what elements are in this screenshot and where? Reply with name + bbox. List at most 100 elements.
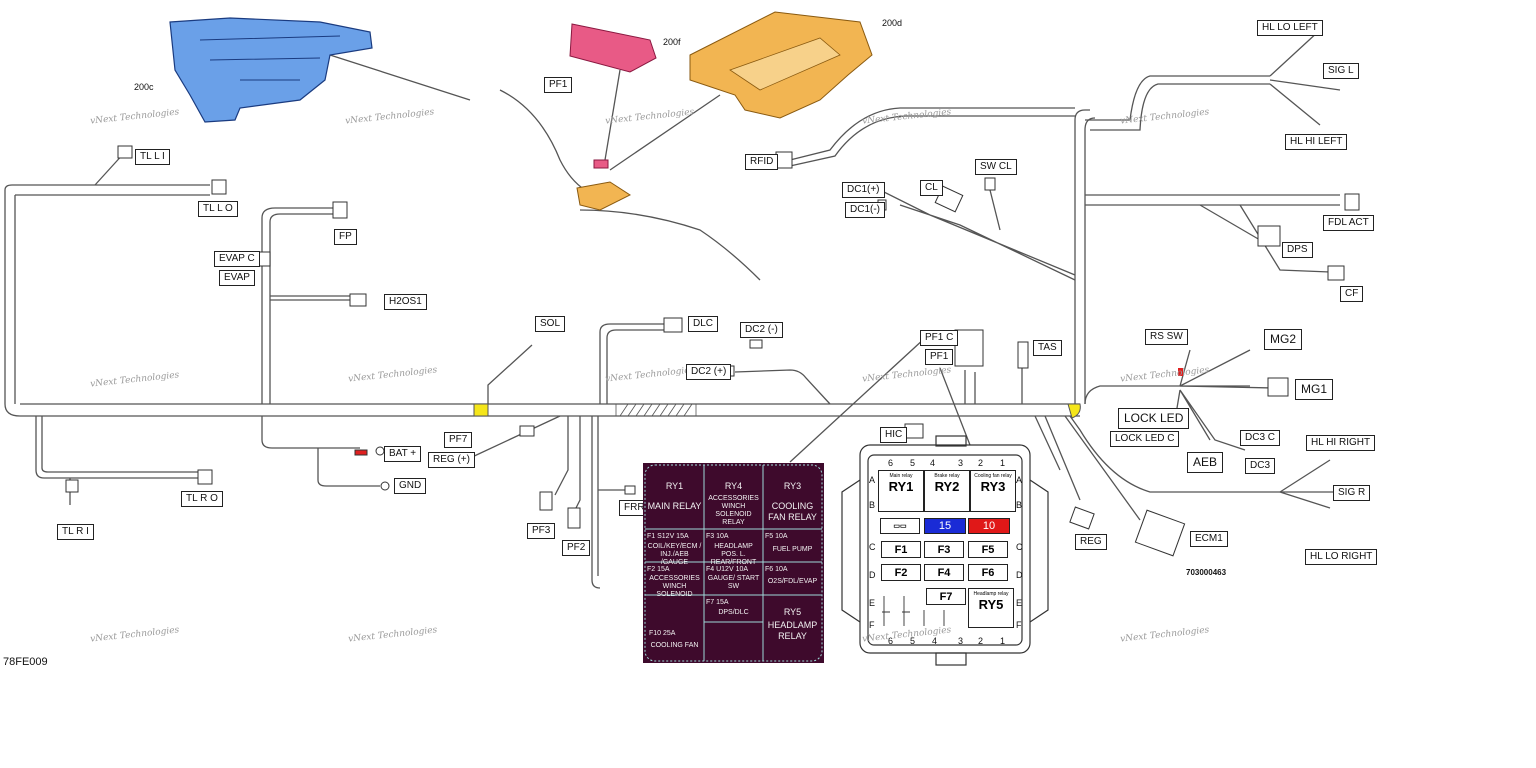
fuse-box-col-bottom-2: 5 [910,636,916,646]
label-tl-l-i: TL L I [135,149,170,165]
fuse-box-row-f-right: F [1016,620,1022,630]
label-rs-sw: RS SW [1145,329,1188,345]
legend-f4-desc: GAUGE/ START SW [707,575,760,590]
fuse-box-ry5: Headlamp relay RY5 [968,588,1014,628]
fuse-box-col-bottom-4: 3 [958,636,964,646]
label-fdl-act: FDL ACT [1323,215,1374,231]
fuse-box-row-e-right: E [1016,598,1023,608]
label-evap-c: EVAP C [214,251,260,267]
fuse-box-col-bottom-6: 1 [1000,636,1006,646]
legend-f7-desc: DPS/DLC [718,609,749,616]
legend-f5-desc: FUEL PUMP [772,546,813,553]
fuse-box-ry3-sub: Cooling fan relay [974,473,1012,479]
label-dps: DPS [1282,242,1313,258]
legend-ry5-desc: HEADLAMP RELAY [767,620,818,641]
fuse-box-fuse-15: 15 [924,518,966,534]
label-fp: FP [334,229,357,245]
legend-f4-head: F4 U12V 10A [706,566,749,573]
legend-f1-desc: COIL/KEY/ECM / INJ./AEB /GAUGE [647,543,702,566]
label-lock-led-c: LOCK LED C [1110,431,1180,447]
fuse-box-row-d-left: D [869,570,876,580]
label-sig-r: SIG R [1333,485,1371,501]
fuse-box-ry5-sub: Headlamp relay [973,591,1009,597]
fuse-box-fuse-10: 10 [968,518,1010,534]
fuse-box-ry2-sub: Brake relay [934,473,960,479]
fuse-box-row-b-left: B [869,500,876,510]
fuse-box-ry3-name: RY3 [980,479,1006,494]
label-pf1-c: PF1 C [920,330,959,346]
fuse-box-col-top-3: 4 [930,458,936,468]
label-tas: TAS [1033,340,1062,356]
label-pf3: PF3 [527,523,556,539]
fuse-box-ry5-name: RY5 [978,597,1004,612]
fuse-box-f1: F1 [881,541,921,558]
fuse-box-f4: F4 [924,564,964,581]
legend-f3-head: F3 10A [706,533,729,540]
fuse-box-col-bottom-1: 6 [888,636,894,646]
label-gnd: GND [394,478,427,494]
fuse-box-row-c-right: C [1016,542,1023,552]
legend-ry3-desc: COOLING FAN RELAY [768,501,817,522]
fuse-box-col-top-5: 2 [978,458,984,468]
label-pf7: PF7 [444,432,473,448]
label-aeb: AEB [1187,452,1224,473]
label-dc3-c: DC3 C [1240,430,1281,446]
fuse-box-f6: F6 [968,564,1008,581]
label-reg: REG [1075,534,1107,550]
label-tl-r-o: TL R O [181,491,223,507]
label-ecm1: ECM1 [1190,531,1228,547]
legend-ry4-desc: ACCESSORIES WINCH SOLENOID RELAY [708,495,759,526]
label-rfid: RFID [745,154,779,170]
label-pf2: PF2 [562,540,591,556]
fuse-box-col-top-2: 5 [910,458,916,468]
fuse-box-ry1-sub: Main relay [889,473,913,479]
label-hic: HIC [880,427,908,443]
legend-ry5-name: RY5 [783,607,802,617]
label-bat-plus: BAT + [384,446,422,462]
label-tl-r-i: TL R I [57,524,94,540]
legend-f2-head: F2 15A [647,566,670,573]
fuse-box-slot-empty: ▭▭ [880,518,920,534]
fuse-box-col-bottom-3: 4 [932,636,938,646]
label-reg-plus: REG (+) [428,452,475,468]
legend-f10-desc: COOLING FAN [650,642,699,649]
label-dc2-plus: DC2 (+) [686,364,732,380]
fuse-box-row-a-right: A [1016,475,1023,485]
legend-f7-head: F7 15A [706,599,729,606]
label-lock-led: LOCK LED [1118,408,1190,429]
label-pf1: PF1 [925,349,954,365]
legend-f1-head: F1 S12V 15A [647,533,689,540]
legend-ry4-name: RY4 [724,481,743,491]
part-number: 703000463 [1186,568,1227,577]
fuse-box-col-top-6: 1 [1000,458,1006,468]
part-label-200c: 200c [134,82,154,92]
legend-ry1-desc: MAIN RELAY [647,501,702,511]
legend-f6-desc: O2S/FDL/EVAP [767,578,818,585]
fuse-box-col-top-4: 3 [958,458,964,468]
fuse-box-row-f-left: F [869,620,875,630]
fuse-box-row-d-right: D [1016,570,1023,580]
label-cl: CL [920,180,943,196]
fuse-box-f5: F5 [968,541,1008,558]
part-label-200d: 200d [882,18,903,28]
fuse-box-f3: F3 [924,541,964,558]
label-hl-lo-left: HL LO LEFT [1257,20,1323,36]
label-hl-hi-right: HL HI RIGHT [1306,435,1376,451]
fuse-box-ry2-name: RY2 [934,479,960,494]
fuse-box-col-top-1: 6 [888,458,894,468]
fuse-box-ry2: Brake relay RY2 [924,470,970,512]
fuse-box-ry3: Cooling fan relay RY3 [970,470,1016,512]
label-sw-cl: SW CL [975,159,1017,175]
fuse-box-f2: F2 [881,564,921,581]
legend-f5-head: F5 10A [765,533,788,540]
fuse-box-ry1-name: RY1 [888,479,914,494]
fuse-box-row-e-left: E [869,598,876,608]
fuse-legend-grid [644,464,823,662]
label-mg1: MG1 [1295,379,1334,400]
fuse-box-row-a-left: A [869,475,876,485]
label-sig-l: SIG L [1323,63,1359,79]
legend-ry1-name: RY1 [665,481,684,491]
legend-f3-desc: HEADLAMP POS. L. REAR/FRONT [710,543,757,566]
label-dlc: DLC [688,316,719,332]
